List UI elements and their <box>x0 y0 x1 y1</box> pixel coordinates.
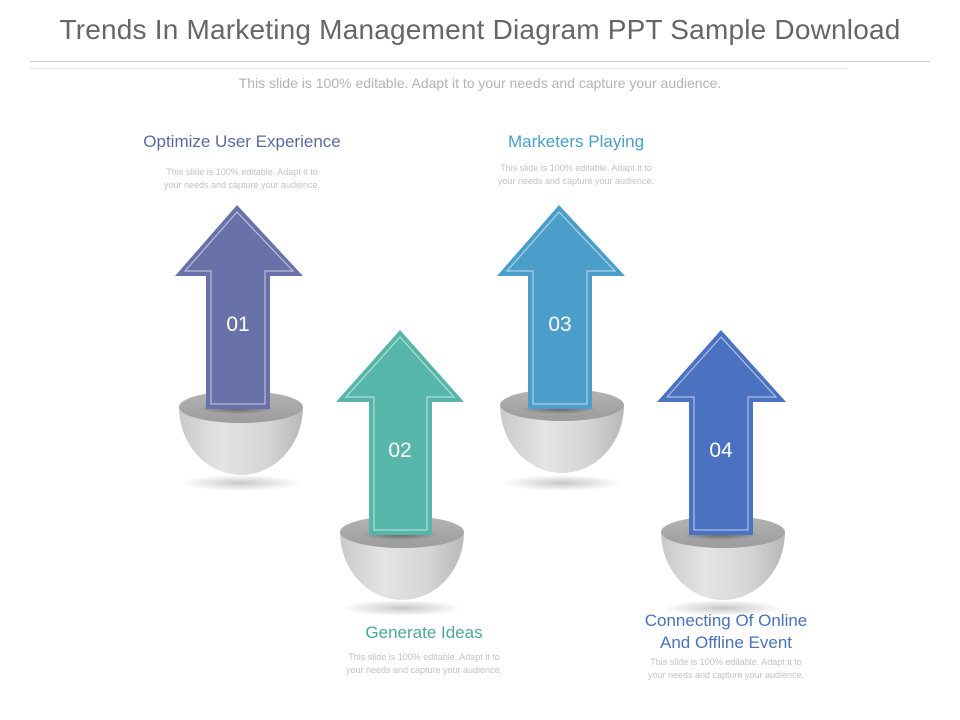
step-4-heading-line-1: Connecting Of Online <box>644 611 808 630</box>
step-3-graphic: 03 <box>497 205 625 491</box>
step-2-heading: Generate Ideas <box>365 623 483 642</box>
arrow-3-inner-edge <box>505 211 617 405</box>
step-4-graphic: 04 <box>657 330 786 616</box>
step-4-description-line-2: your needs and capture your audience. <box>647 670 805 680</box>
step-3-description-line-2: your needs and capture your audience. <box>497 176 655 186</box>
title-divider-secondary <box>30 68 848 69</box>
step-1-heading: Optimize User Experience <box>143 132 341 151</box>
step-3-heading: Marketers Playing <box>507 132 645 151</box>
bowl-1-shadow <box>181 475 301 491</box>
step-1-graphic: 01 <box>175 205 303 491</box>
step-1-description: This slide is 100% editable. Adapt it to… <box>110 166 374 192</box>
arrow-2-inner-edge <box>344 336 456 531</box>
bowl-2 <box>340 532 464 600</box>
bowl-2-shadow <box>342 600 462 616</box>
step-4-description: This slide is 100% editable. Adapt it to… <box>594 656 858 682</box>
arrow-4-inner-edge <box>665 336 778 531</box>
bowl-3-shadow <box>502 475 622 491</box>
arrow-3 <box>497 205 625 409</box>
bowl-3 <box>500 405 624 473</box>
step-2-description: This slide is 100% editable. Adapt it to… <box>292 651 556 677</box>
arrow-4-number: 04 <box>709 439 733 462</box>
arrow-1-number: 01 <box>226 313 249 336</box>
slide-title: Trends In Marketing Management Diagram P… <box>59 14 901 45</box>
arrow-1 <box>175 205 303 409</box>
step-2-description-line-1: This slide is 100% editable. Adapt it to <box>348 652 500 662</box>
title-divider <box>30 61 930 62</box>
arrow-1-inner-edge <box>183 211 295 405</box>
step-4-heading-line-2: And Offline Event <box>660 633 792 652</box>
arrow-4 <box>657 330 786 535</box>
bowl-4-shadow <box>663 600 783 616</box>
bowl-4 <box>661 532 785 600</box>
slide-subtitle: This slide is 100% editable. Adapt it to… <box>238 75 722 91</box>
step-1-description-line-2: your needs and capture your audience. <box>163 180 321 190</box>
step-3-description: This slide is 100% editable. Adapt it to… <box>444 162 708 188</box>
step-4-description-line-1: This slide is 100% editable. Adapt it to <box>650 657 802 667</box>
arrow-2-number: 02 <box>388 439 411 462</box>
step-1-description-line-1: This slide is 100% editable. Adapt it to <box>166 167 318 177</box>
step-4-heading: Connecting Of Online And Offline Event <box>594 610 858 654</box>
arrow-3-number: 03 <box>548 313 571 336</box>
step-3-description-line-1: This slide is 100% editable. Adapt it to <box>500 163 652 173</box>
arrow-2 <box>336 330 464 535</box>
step-2-graphic: 02 <box>336 330 464 616</box>
step-2-description-line-2: your needs and capture your audience. <box>345 665 503 675</box>
bowl-1 <box>179 407 303 475</box>
